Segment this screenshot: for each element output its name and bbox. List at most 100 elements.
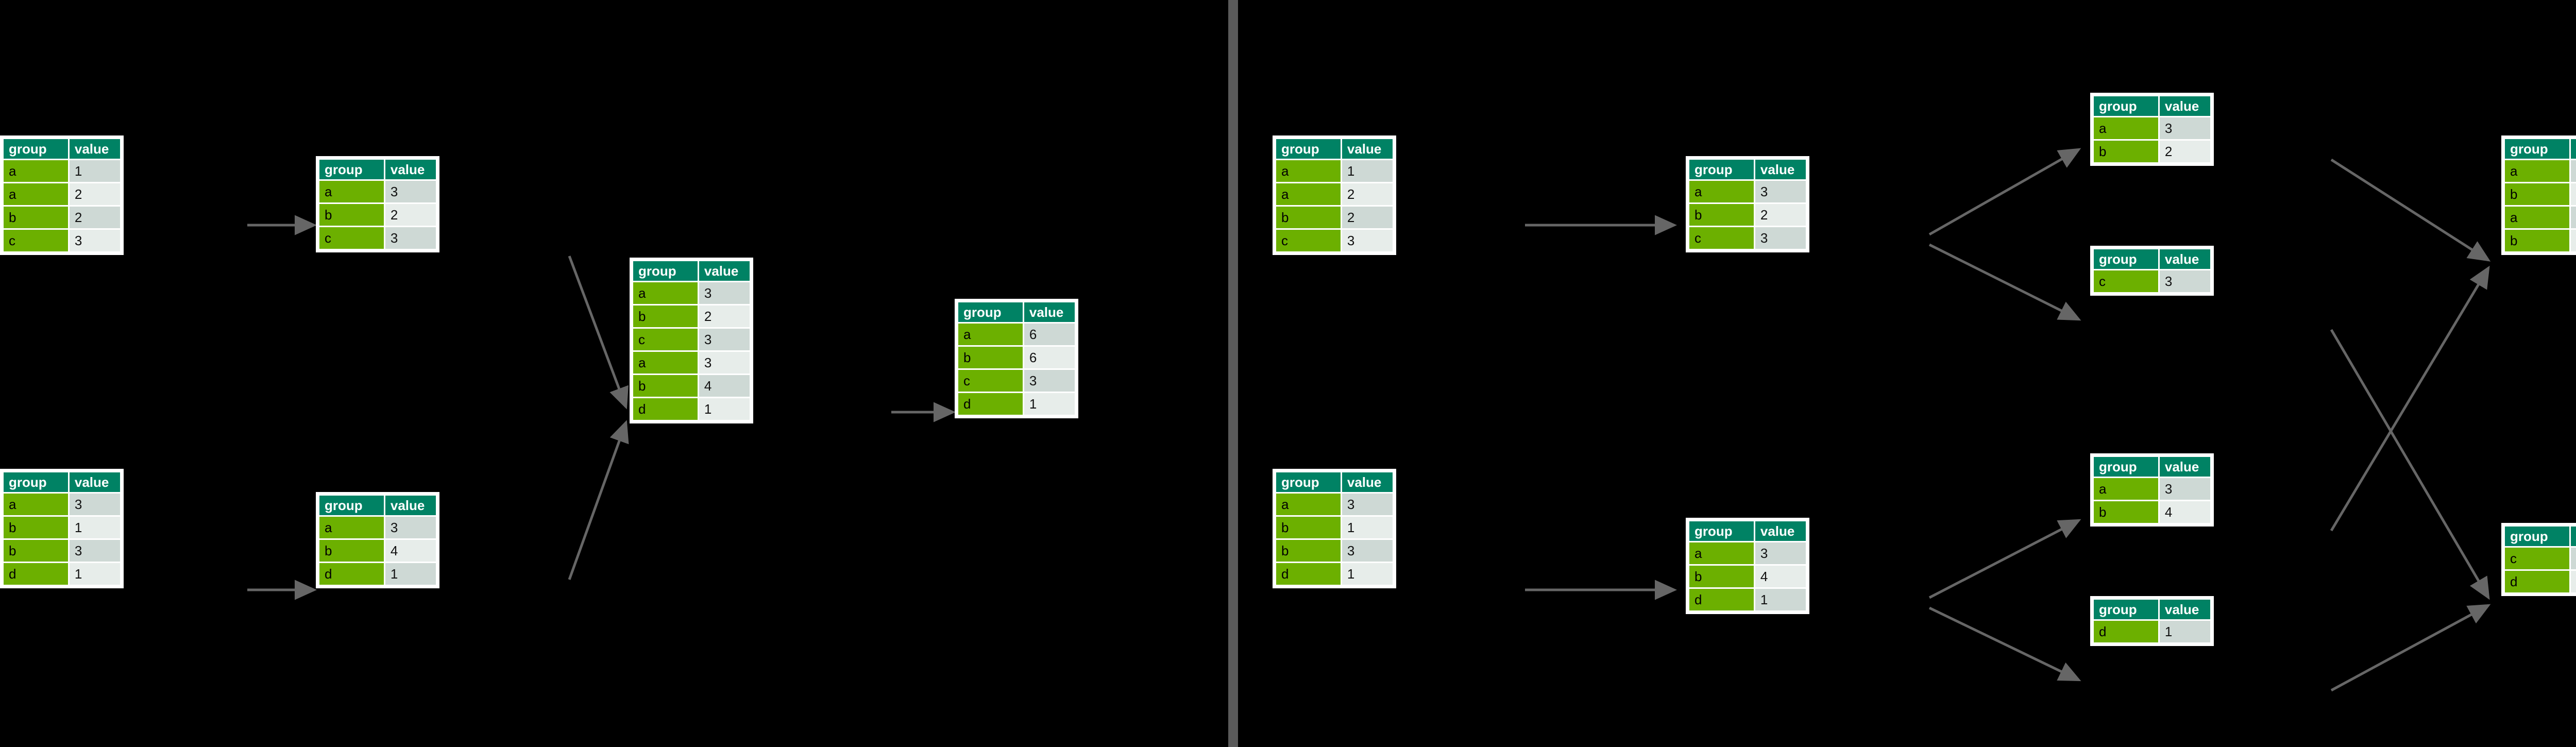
arrow-R6-to-R7 xyxy=(1928,519,2081,599)
column-header-group: group xyxy=(319,160,384,179)
cell-value: 1 xyxy=(385,563,436,585)
column-header-value: value xyxy=(1342,472,1393,492)
arrow-L2-to-L5 xyxy=(568,256,629,410)
cell-value: 4 xyxy=(2159,501,2210,523)
cell-value: 3 xyxy=(69,230,120,251)
cell-value: 3 xyxy=(699,282,750,304)
cell-value: 2 xyxy=(69,183,120,205)
cell-value: 3 xyxy=(2570,160,2576,182)
cell-group: d xyxy=(4,563,68,585)
column-header-value: value xyxy=(2159,96,2210,116)
column-header-group: group xyxy=(1276,472,1341,492)
cell-group: c xyxy=(633,329,698,350)
table-row: group value xyxy=(4,139,120,159)
cell-group: a xyxy=(633,352,698,374)
cell-group: b xyxy=(958,347,1023,368)
column-header-group: group xyxy=(2094,249,2158,269)
cell-value: 1 xyxy=(2159,621,2210,642)
column-header-group: group xyxy=(2094,600,2158,619)
cell-group: d xyxy=(1689,589,1754,610)
cell-value: 1 xyxy=(1342,517,1393,538)
cell-value: 2 xyxy=(699,305,750,327)
cell-group: a xyxy=(319,181,384,202)
cell-group: b xyxy=(633,375,698,397)
column-header-group: group xyxy=(633,261,698,281)
table-row: a3 xyxy=(2505,160,2576,182)
cell-group: b xyxy=(633,305,698,327)
column-header-value: value xyxy=(2159,457,2210,477)
cell-group: a xyxy=(2094,117,2158,139)
cell-group: a xyxy=(1689,542,1754,564)
table-row: a3 xyxy=(2505,207,2576,228)
cell-value: 3 xyxy=(699,329,750,350)
cell-value: 3 xyxy=(385,181,436,202)
column-header-value: value xyxy=(1755,521,1806,541)
table-row: group value xyxy=(633,261,750,281)
table-row: group value xyxy=(958,302,1075,322)
table-R9: group value a3b2a3b4 xyxy=(2501,135,2576,255)
cell-value: 3 xyxy=(69,540,120,562)
cell-value: 1 xyxy=(69,517,120,538)
cell-value: 2 xyxy=(2159,141,2210,162)
table-row: group value xyxy=(4,472,120,492)
cell-value: 3 xyxy=(699,352,750,374)
cell-group: a xyxy=(1276,183,1341,205)
cell-group: b xyxy=(1276,207,1341,228)
cell-value: 6 xyxy=(1024,347,1075,368)
cell-group: c xyxy=(2505,548,2569,569)
cell-value: 2 xyxy=(385,204,436,226)
cell-group: c xyxy=(319,227,384,249)
cell-value: 2 xyxy=(1342,207,1393,228)
cell-value: 3 xyxy=(69,494,120,515)
cell-group: a xyxy=(2505,160,2569,182)
cell-value: 4 xyxy=(2570,230,2576,251)
column-header-value: value xyxy=(2159,249,2210,269)
cell-value: 1 xyxy=(1342,160,1393,182)
cell-value: 1 xyxy=(1755,589,1806,610)
cell-group: b xyxy=(4,207,68,228)
cell-value: 2 xyxy=(69,207,120,228)
cell-group: b xyxy=(2505,230,2569,251)
cell-group: b xyxy=(1276,517,1341,538)
table-R9-body: a3b2a3b4 xyxy=(2505,160,2576,251)
cell-group: a xyxy=(633,282,698,304)
cell-value: 3 xyxy=(2159,478,2210,500)
table-row: group value xyxy=(1276,139,1393,159)
column-header-value: value xyxy=(2159,600,2210,619)
column-header-group: group xyxy=(1689,521,1754,541)
cell-group: c xyxy=(2094,270,2158,292)
